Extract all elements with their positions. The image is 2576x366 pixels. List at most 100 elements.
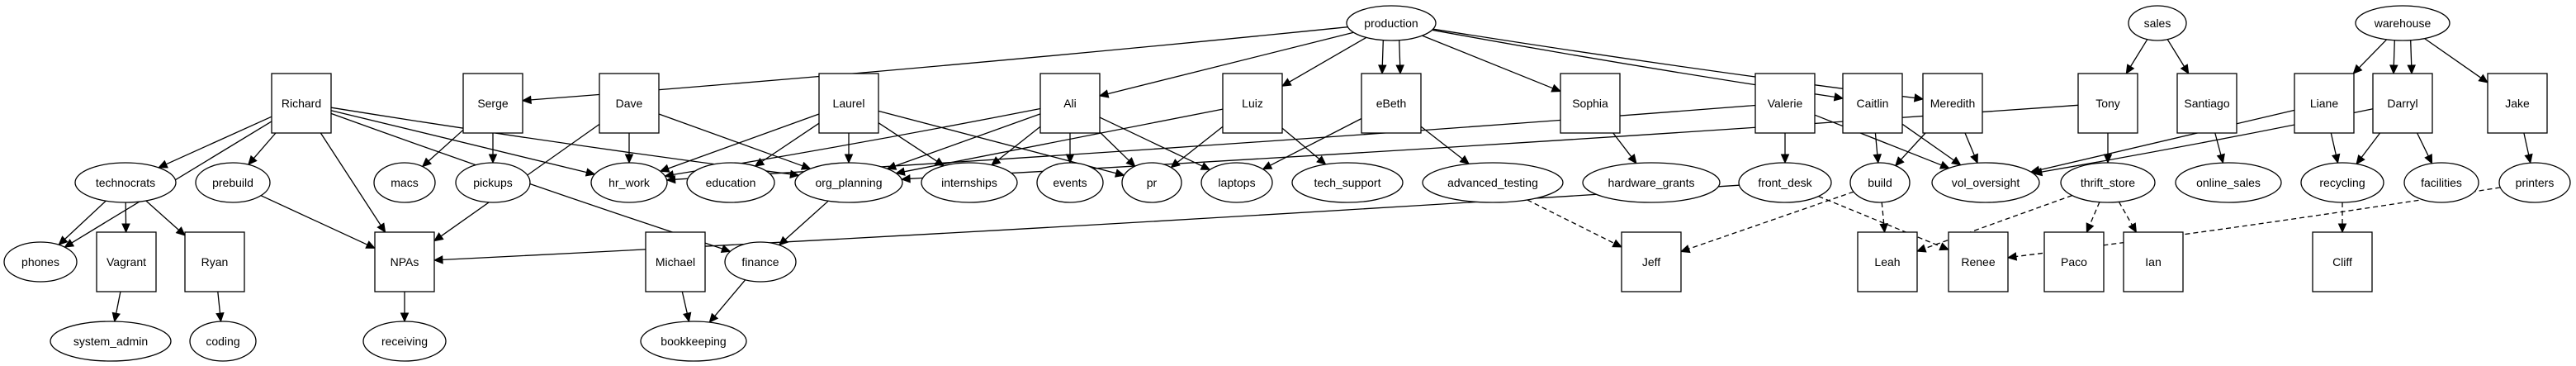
- node-Renee[interactable]: Renee: [1948, 231, 2009, 292]
- node-laptops[interactable]: laptops: [1200, 162, 1273, 203]
- node-Luiz[interactable]: Luiz: [1222, 73, 1283, 134]
- arrowhead-prebuild-to-NPAs: [365, 240, 376, 249]
- node-Ryan[interactable]: Ryan: [184, 231, 245, 292]
- node-finance[interactable]: finance: [724, 241, 797, 283]
- node-label: hr_work: [608, 176, 651, 189]
- node-vol_oversight[interactable]: vol_oversight: [1931, 162, 2040, 203]
- arrowhead-Valerie-to-front_desk: [1780, 154, 1790, 164]
- edge-thrift_store-to-Ian: [2118, 201, 2133, 226]
- arrowhead-Michael-to-bookkeeping: [683, 311, 692, 323]
- edge-finance-to-bookkeeping: [714, 279, 746, 316]
- node-hr_work[interactable]: hr_work: [590, 162, 668, 203]
- node-internships[interactable]: internships: [921, 162, 1018, 203]
- node-front_desk[interactable]: front_desk: [1738, 162, 1832, 203]
- node-label: online_sales: [2196, 176, 2261, 189]
- arrowhead-Richard-to-phones: [64, 239, 75, 248]
- node-coding[interactable]: coding: [189, 321, 257, 362]
- node-events[interactable]: events: [1036, 162, 1104, 203]
- node-phones[interactable]: phones: [3, 241, 78, 283]
- node-Serge[interactable]: Serge: [462, 73, 523, 134]
- node-Caitlin[interactable]: Caitlin: [1842, 73, 1903, 134]
- node-Laurel[interactable]: Laurel: [818, 73, 879, 134]
- arrowhead-Jake-to-printers: [2524, 153, 2533, 164]
- node-label: Ali: [1063, 97, 1077, 110]
- ellipse-shape: [74, 162, 177, 203]
- node-Cliff[interactable]: Cliff: [2312, 231, 2373, 292]
- node-eBeth[interactable]: eBeth: [1361, 73, 1422, 134]
- node-online_sales[interactable]: online_sales: [2175, 162, 2282, 203]
- node-Jake[interactable]: Jake: [2487, 73, 2548, 134]
- node-hardware_grants[interactable]: hardware_grants: [1582, 162, 1721, 203]
- node-technocrats[interactable]: technocrats: [74, 162, 177, 203]
- node-pr[interactable]: pr: [1121, 162, 1182, 203]
- node-label: Jeff: [1642, 255, 1660, 269]
- edge-prebuild-to-NPAs: [260, 195, 368, 245]
- box-shape: [1948, 231, 2009, 292]
- node-education[interactable]: education: [686, 162, 775, 203]
- edge-Meredith-to-build: [1901, 132, 1926, 160]
- arrowhead-Luiz-to-tech_support: [1316, 155, 1327, 165]
- ellipse-shape: [50, 321, 172, 362]
- node-label: warehouse: [2374, 17, 2432, 30]
- arrowhead-front_desk-to-NPAs: [433, 255, 443, 264]
- arrowhead-Ali-to-pr: [1125, 157, 1136, 168]
- node-Leah[interactable]: Leah: [1857, 231, 1918, 292]
- arrowhead-org_planning-to-finance: [778, 235, 789, 246]
- node-pickups[interactable]: pickups: [455, 162, 531, 203]
- node-production[interactable]: production: [1346, 5, 1437, 41]
- node-Richard[interactable]: Richard: [271, 73, 332, 134]
- node-facilities[interactable]: facilities: [2403, 162, 2479, 203]
- node-org_planning[interactable]: org_planning: [794, 162, 903, 203]
- node-Jeff[interactable]: Jeff: [1621, 231, 1682, 292]
- node-Michael[interactable]: Michael: [645, 231, 706, 292]
- node-tech_support[interactable]: tech_support: [1291, 162, 1404, 203]
- node-recycling[interactable]: recycling: [2300, 162, 2384, 203]
- edge-thrift_store-to-Paco: [2089, 202, 2100, 226]
- ellipse-shape: [686, 162, 775, 203]
- node-Meredith[interactable]: Meredith: [1922, 73, 1983, 134]
- node-label: pickups: [473, 176, 512, 189]
- arrowhead-Tony-to-thrift_store: [2103, 154, 2113, 164]
- node-macs[interactable]: macs: [373, 162, 436, 203]
- node-Ali[interactable]: Ali: [1039, 73, 1101, 134]
- box-shape: [2043, 231, 2105, 292]
- arrowhead-Laurel-to-pr: [1115, 169, 1125, 178]
- edge-build-to-Jeff: [1688, 191, 1854, 250]
- node-label: Renee: [1961, 255, 1995, 269]
- node-label: pr: [1147, 176, 1158, 189]
- node-Valerie[interactable]: Valerie: [1754, 73, 1816, 134]
- node-sales[interactable]: sales: [2128, 5, 2187, 41]
- node-Ian[interactable]: Ian: [2123, 231, 2184, 292]
- node-printers[interactable]: printers: [2498, 162, 2571, 203]
- node-Darryl[interactable]: Darryl: [2372, 73, 2433, 134]
- node-Santiago[interactable]: Santiago: [2176, 73, 2237, 134]
- node-Sophia[interactable]: Sophia: [1560, 73, 1621, 134]
- node-warehouse[interactable]: warehouse: [2355, 5, 2451, 41]
- node-Paco[interactable]: Paco: [2043, 231, 2105, 292]
- arrowhead-Vagrant-to-system_admin: [111, 311, 121, 323]
- node-label: tech_support: [1314, 176, 1381, 189]
- node-thrift_store[interactable]: thrift_store: [2060, 162, 2156, 203]
- node-advanced_testing[interactable]: advanced_testing: [1422, 162, 1564, 203]
- box-shape: [2487, 73, 2548, 134]
- edge-technocrats-to-Ryan: [145, 200, 179, 231]
- node-Liane[interactable]: Liane: [2294, 73, 2355, 134]
- node-Dave[interactable]: Dave: [599, 73, 660, 134]
- node-NPAs[interactable]: NPAs: [374, 231, 435, 292]
- node-label: laptops: [1218, 176, 1255, 189]
- ellipse-shape: [1036, 162, 1104, 203]
- ellipse-shape: [921, 162, 1018, 203]
- node-build[interactable]: build: [1849, 162, 1911, 203]
- node-label: NPAs: [391, 255, 419, 269]
- node-Vagrant[interactable]: Vagrant: [96, 231, 157, 292]
- node-bookkeeping[interactable]: bookkeeping: [640, 321, 747, 362]
- arrowhead-Laurel-to-org_planning: [844, 154, 854, 164]
- node-Tony[interactable]: Tony: [2077, 73, 2138, 134]
- node-receiving[interactable]: receiving: [362, 321, 447, 362]
- edge-Meredith-to-vol_oversight: [1964, 132, 1975, 156]
- node-system_admin[interactable]: system_admin: [50, 321, 172, 362]
- box-shape: [818, 73, 879, 134]
- node-prebuild[interactable]: prebuild: [195, 162, 271, 203]
- arrowhead-Richard-to-NPAs: [376, 222, 386, 234]
- node-label: sales: [2144, 17, 2171, 30]
